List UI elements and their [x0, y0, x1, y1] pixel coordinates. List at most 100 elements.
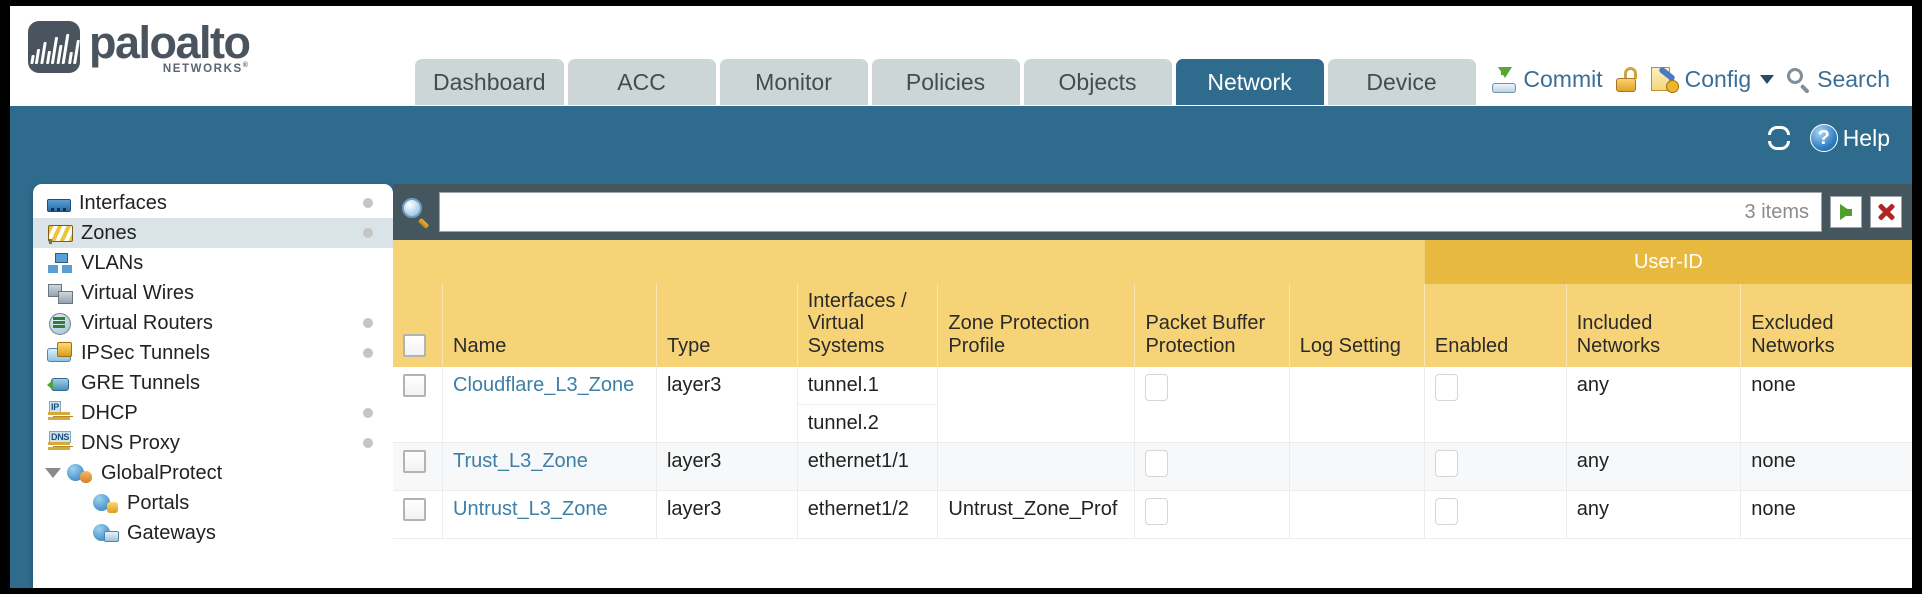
- cell-userid-enabled: [1424, 490, 1567, 540]
- commit-button[interactable]: Commit: [1491, 66, 1603, 93]
- tab-dashboard[interactable]: Dashboard: [415, 59, 564, 105]
- close-icon: [1877, 203, 1895, 221]
- tab-policies[interactable]: Policies: [871, 59, 1020, 105]
- sidebar-item-virtual-wires[interactable]: Virtual Wires: [33, 278, 393, 308]
- cell-zone-protection-profile: Untrust_Zone_Prof: [937, 490, 1136, 540]
- refresh-icon[interactable]: [1767, 126, 1794, 150]
- interface-entry: tunnel.2: [807, 412, 879, 435]
- sidebar-item-gre-tunnels[interactable]: GRE Tunnels: [33, 368, 393, 398]
- paloalto-logo: paloalto NETWORKS®: [28, 20, 251, 75]
- zone-name-link[interactable]: Trust_L3_Zone: [453, 450, 588, 473]
- help-icon: ?: [1809, 124, 1838, 152]
- userid-enabled-checkbox[interactable]: [1434, 450, 1458, 478]
- row-checkbox[interactable]: [403, 498, 426, 522]
- sidebar-item-virtual-routers[interactable]: Virtual Routers: [33, 308, 393, 338]
- interface-entry: tunnel.1: [797, 367, 938, 406]
- packet-buffer-protection-checkbox[interactable]: [1145, 498, 1169, 526]
- col-header-enabled[interactable]: Enabled: [1424, 284, 1567, 368]
- sub-toolbar-actions: ? Help: [1767, 124, 1890, 152]
- item-count-label: 3 items: [1744, 200, 1809, 223]
- row-checkbox[interactable]: [403, 374, 426, 398]
- table-row[interactable]: Cloudflare_L3_Zone layer3 tunnel.1 tunne…: [393, 367, 1912, 444]
- cell-interfaces: tunnel.1 tunnel.2: [797, 367, 939, 444]
- help-button[interactable]: ? Help: [1809, 124, 1890, 152]
- config-label: Config: [1684, 66, 1752, 92]
- filter-search-icon[interactable]: [401, 197, 431, 230]
- sidebar-item-dhcp[interactable]: DHCP: [33, 398, 393, 428]
- table-header-row: Name Type Interfaces / Virtual Systems Z…: [393, 284, 1912, 368]
- tab-label: ACC: [617, 68, 666, 95]
- cell-packet-buffer-protection: [1134, 442, 1290, 492]
- config-menu[interactable]: Config: [1650, 65, 1775, 93]
- cell-interfaces: ethernet1/2: [797, 490, 939, 540]
- logo-mark-icon: [28, 21, 80, 74]
- cell-included-networks: any: [1566, 442, 1742, 492]
- dhcp-icon: [47, 401, 73, 424]
- status-dot: [363, 228, 373, 238]
- table-group-header-row: User-ID: [393, 240, 1912, 284]
- status-dot: [363, 438, 373, 448]
- sidebar-item-gateways[interactable]: Gateways: [33, 518, 393, 548]
- col-header-interfaces-virtual-systems[interactable]: Interfaces / Virtual Systems: [797, 284, 939, 368]
- sidebar-item-vlans[interactable]: VLANs: [33, 248, 393, 278]
- cell-userid-enabled: [1424, 442, 1567, 492]
- cell-excluded-networks: none: [1740, 367, 1912, 444]
- status-dot: [363, 348, 373, 358]
- zone-name-link[interactable]: Untrust_L3_Zone: [453, 498, 608, 521]
- col-header-type[interactable]: Type: [656, 284, 798, 368]
- config-icon: [1650, 65, 1679, 93]
- tab-acc[interactable]: ACC: [567, 59, 716, 105]
- cell-type: layer3: [656, 367, 798, 444]
- col-header-included-networks[interactable]: Included Networks: [1566, 284, 1742, 368]
- userid-enabled-checkbox[interactable]: [1434, 498, 1458, 526]
- packet-buffer-protection-checkbox[interactable]: [1145, 450, 1169, 478]
- tab-label: Monitor: [755, 68, 832, 95]
- sidebar-item-label: Virtual Routers: [81, 311, 213, 334]
- interfaces-icon: [47, 198, 71, 212]
- apply-filter-button[interactable]: [1830, 196, 1862, 228]
- packet-buffer-protection-checkbox[interactable]: [1145, 374, 1169, 402]
- tab-label: Device: [1366, 68, 1437, 95]
- cell-zone-protection-profile: [937, 367, 1136, 444]
- search-input[interactable]: [440, 193, 1745, 231]
- clear-filter-button[interactable]: [1870, 196, 1902, 228]
- cell-type: layer3: [656, 442, 798, 492]
- sidebar-item-zones[interactable]: Zones: [33, 218, 393, 248]
- tab-objects[interactable]: Objects: [1023, 59, 1172, 105]
- cell-name: Cloudflare_L3_Zone: [442, 367, 657, 444]
- select-all-checkbox[interactable]: [403, 334, 426, 358]
- sidebar-item-label: GlobalProtect: [101, 461, 223, 484]
- sidebar-item-interfaces[interactable]: Interfaces: [33, 188, 393, 218]
- dns-proxy-icon: [47, 431, 73, 454]
- expander-triangle-icon[interactable]: [45, 468, 61, 478]
- filter-search-box[interactable]: 3 items: [439, 192, 1822, 232]
- sidebar-item-globalprotect[interactable]: GlobalProtect: [33, 458, 393, 488]
- cell-name: Trust_L3_Zone: [442, 442, 657, 492]
- tab-network[interactable]: Network: [1175, 59, 1324, 105]
- zones-table: User-ID Name Type Interfaces / Virtual S…: [393, 240, 1912, 540]
- zone-name-link[interactable]: Cloudflare_L3_Zone: [453, 374, 635, 397]
- col-header-name[interactable]: Name: [442, 284, 657, 368]
- search-button[interactable]: Search: [1787, 66, 1890, 94]
- tab-device[interactable]: Device: [1327, 59, 1476, 105]
- sidebar-item-portals[interactable]: Portals: [33, 488, 393, 518]
- search-label: Search: [1817, 66, 1890, 92]
- select-all-header: [393, 284, 444, 368]
- col-header-excluded-networks[interactable]: Excluded Networks: [1740, 284, 1912, 368]
- col-header-zone-protection-profile[interactable]: Zone Protection Profile: [937, 284, 1136, 368]
- lock-button[interactable]: [1615, 67, 1638, 92]
- gre-tunnels-icon: [47, 372, 73, 394]
- col-header-log-setting[interactable]: Log Setting: [1289, 284, 1425, 368]
- sidebar-item-ipsec-tunnels[interactable]: IPSec Tunnels: [33, 338, 393, 368]
- userid-enabled-checkbox[interactable]: [1434, 374, 1458, 402]
- group-header-user-id: User-ID: [1423, 240, 1912, 284]
- status-dot: [363, 198, 373, 208]
- group-header-spacer: [393, 240, 1425, 284]
- sidebar-item-dns-proxy[interactable]: DNS Proxy: [33, 428, 393, 458]
- table-row[interactable]: Trust_L3_Zone layer3 ethernet1/1: [393, 442, 1912, 492]
- row-checkbox[interactable]: [403, 450, 426, 474]
- col-header-packet-buffer-protection[interactable]: Packet Buffer Protection: [1134, 284, 1290, 368]
- tab-monitor[interactable]: Monitor: [719, 59, 868, 105]
- table-row[interactable]: Untrust_L3_Zone layer3 ethernet1/2 Untru…: [393, 490, 1912, 540]
